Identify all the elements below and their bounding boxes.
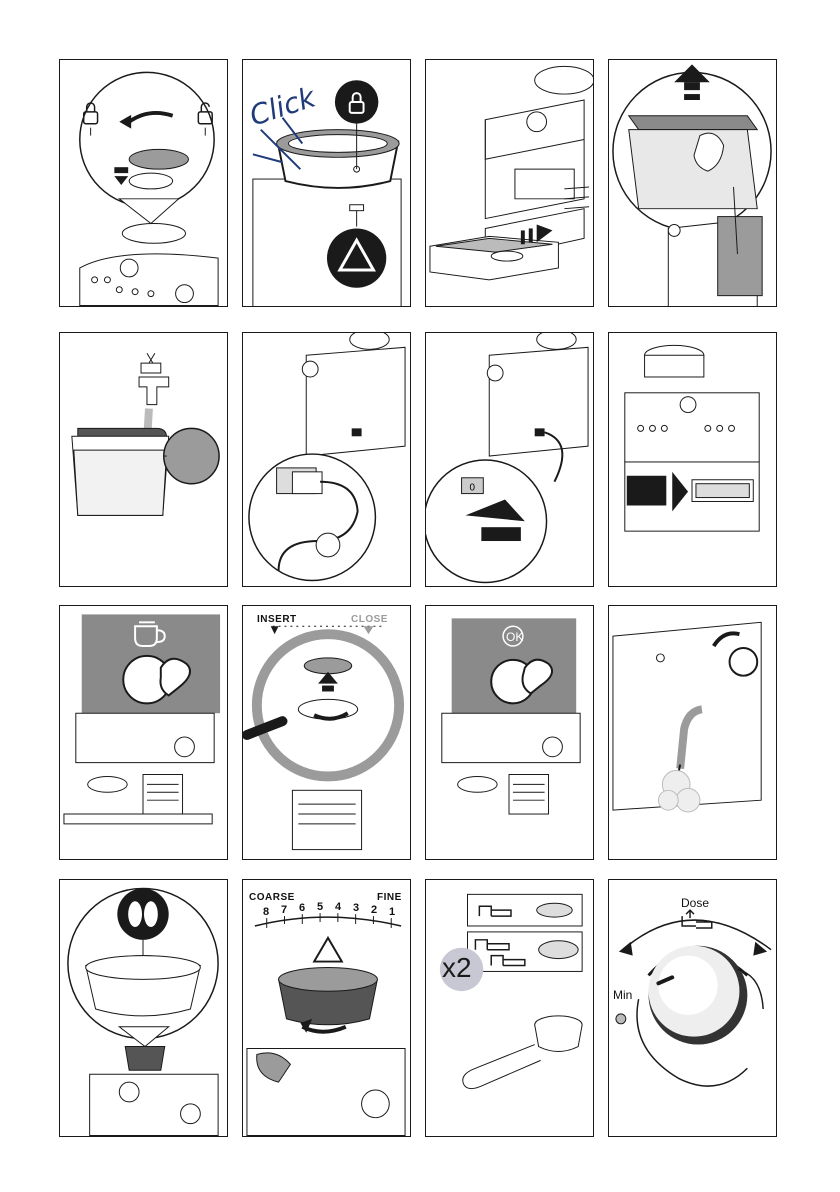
panel-9-press-cup-button [59,605,228,860]
water-tank-lid-illustration [609,60,776,306]
dose-label: Dose [681,896,709,910]
fill-beans-illustration [60,880,227,1136]
panel-13-fill-beans [59,879,228,1137]
grind-scale-7: 7 [281,904,287,916]
steam-knob-icon [730,648,758,676]
insert-marker-icon [271,626,279,634]
triangle-marker-icon [314,938,342,962]
hopper-lock-illustration [60,60,227,306]
fill-tank-illustration [60,333,227,586]
grind-scale-3: 3 [353,902,359,914]
portafilter-handle-icon [463,1045,541,1089]
min-label: Min [613,988,632,1002]
panel-7-power-switch: 0 [425,332,594,587]
tray-arrow-icon [627,476,667,506]
ok-label: OK [506,630,523,644]
panel-14-grind-size: COARSE FINE 8 7 6 5 4 3 2 1 [242,879,411,1137]
panel-5-fill-water-tank [59,332,228,587]
plug-in-illustration [243,333,410,586]
grind-scale-2: 2 [371,904,377,916]
close-label: CLOSE [351,614,388,625]
fine-label: FINE [377,892,402,903]
panel-2-hopper-click: Click [242,59,411,307]
grind-scale-5: 5 [317,901,323,913]
panel-6-plug-in [242,332,411,587]
grind-size-illustration [243,880,410,1136]
panel-10-insert-portafilter: INSERT CLOSE [242,605,411,860]
panel-11-press-ok: OK [425,605,594,860]
tap-icon [139,353,169,404]
multiplier-label: x2 [442,952,472,984]
machine-front-illustration [609,333,776,586]
panel-16-dose-dial: Dose Min [608,879,777,1137]
dose-dial-illustration [609,880,776,1136]
insert-portafilter-illustration [243,606,410,859]
grind-scale-8: 8 [263,906,269,918]
single-basket-icon [537,903,573,917]
drip-tray-illustration [426,60,593,306]
double-basket-icon [539,941,579,959]
panel-3-drip-tray-insert [425,59,594,307]
grind-scale-4: 4 [335,901,341,913]
insert-label: INSERT [257,614,297,625]
svg-text:0: 0 [469,483,475,494]
plug-icon [292,472,322,494]
min-marker-icon [616,1014,626,1024]
panel-15-filter-baskets: x2 [425,879,594,1137]
power-switch-illustration: 0 [426,333,593,586]
steam-wand-illustration [609,606,776,859]
grind-scale-1: 1 [389,906,395,918]
panel-1-bean-hopper-lock [59,59,228,307]
rotate-arrow-icon [302,1027,345,1032]
coarse-label: COARSE [249,892,295,903]
close-marker-icon [364,626,374,634]
coffee-beans-icon [117,888,168,939]
cup-button-illustration [60,606,227,859]
grind-scale-6: 6 [299,902,305,914]
filter-baskets-illustration [426,880,593,1136]
panel-12-steam-wand [608,605,777,860]
panel-4-water-tank-lid [608,59,777,307]
panel-8-insert-drip-tray [608,332,777,587]
dose-icon [682,916,712,928]
